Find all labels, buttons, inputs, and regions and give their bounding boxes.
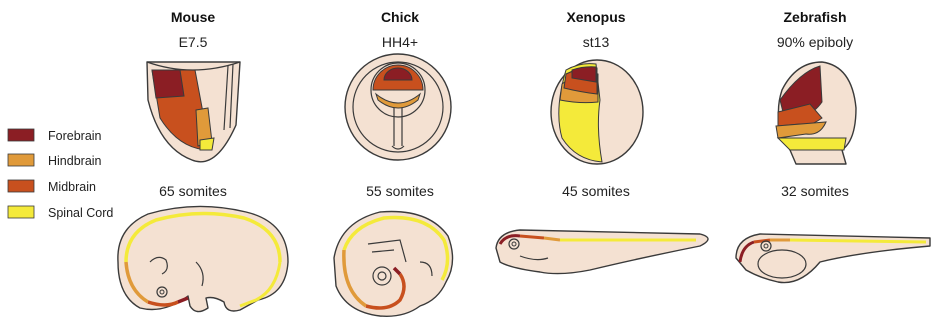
- legend-label-forebrain: Forebrain: [48, 129, 102, 143]
- legend-item-hindbrain: Hindbrain: [8, 154, 102, 168]
- species-name-zebrafish: Zebrafish: [783, 9, 846, 25]
- legend-swatch-spinal-cord: [8, 206, 34, 218]
- species-name-chick: Chick: [381, 9, 419, 25]
- somite-label-xenopus: 45 somites: [562, 183, 630, 199]
- legend-swatch-midbrain: [8, 180, 34, 192]
- column-chick-header: Chick HH4+: [381, 9, 419, 50]
- xenopus-early-embryo: [551, 60, 643, 164]
- legend-label-spinal-cord: Spinal Cord: [48, 206, 113, 220]
- legend-swatch-forebrain: [8, 129, 34, 141]
- species-name-xenopus: Xenopus: [566, 9, 625, 25]
- stage-label-zebrafish: 90% epiboly: [777, 34, 853, 50]
- mouse-early-embryo: [147, 62, 240, 162]
- legend-item-spinal-cord: Spinal Cord: [8, 206, 113, 220]
- stage-label-mouse: E7.5: [179, 34, 208, 50]
- column-mouse-header: Mouse E7.5: [171, 9, 216, 50]
- chick-early-embryo: [345, 54, 451, 160]
- chick-late-embryo: [334, 212, 453, 317]
- legend-label-hindbrain: Hindbrain: [48, 154, 102, 168]
- column-xenopus-header: Xenopus st13: [566, 9, 625, 50]
- legend: Forebrain Hindbrain Midbrain Spinal Cord: [8, 129, 113, 220]
- somite-label-mouse: 65 somites: [159, 183, 227, 199]
- column-zebrafish-header: Zebrafish 90% epiboly: [777, 9, 853, 50]
- somite-label-zebrafish: 32 somites: [781, 183, 849, 199]
- zebrafish-late-embryo: [736, 234, 930, 283]
- legend-item-midbrain: Midbrain: [8, 180, 96, 194]
- zebrafish-early-embryo: [776, 62, 856, 164]
- somite-label-chick: 55 somites: [366, 183, 434, 199]
- stage-label-xenopus: st13: [583, 34, 610, 50]
- species-name-mouse: Mouse: [171, 9, 216, 25]
- legend-swatch-hindbrain: [8, 154, 34, 166]
- legend-label-midbrain: Midbrain: [48, 180, 96, 194]
- mouse-late-embryo: [118, 206, 288, 311]
- xenopus-late-embryo: [496, 230, 708, 274]
- stage-label-chick: HH4+: [382, 34, 418, 50]
- legend-item-forebrain: Forebrain: [8, 129, 102, 143]
